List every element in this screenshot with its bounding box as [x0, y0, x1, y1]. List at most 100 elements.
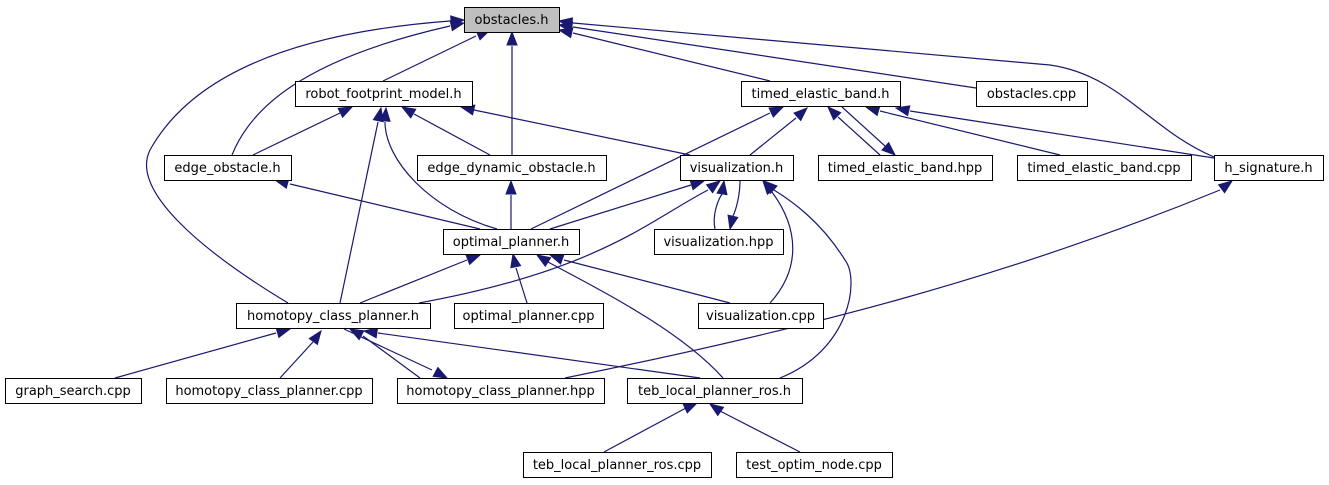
edge-homotopy-class-planner-h-to-obstacles-h — [145, 15, 466, 304]
edge-line — [773, 189, 852, 379]
node-label: optimal_planner.cpp — [463, 309, 595, 324]
edge-teb-local-planner-ros-cpp-to-teb-local-planner-ros-h — [603, 402, 699, 453]
node-box — [654, 229, 784, 255]
node-visualization-cpp[interactable]: visualization.cpp — [698, 303, 824, 329]
node-homotopy-class-planner-hpp[interactable]: homotopy_class_planner.hpp — [397, 378, 605, 404]
edge-line — [530, 112, 771, 230]
node-teb-local-planner-ros-h[interactable]: teb_local_planner_ros.h — [627, 378, 803, 404]
arrowhead-icon — [682, 402, 699, 414]
arrowhead-icon — [505, 179, 517, 195]
node-box — [1017, 155, 1192, 181]
node-label: visualization.cpp — [706, 309, 815, 324]
edge-line — [114, 332, 277, 379]
edge-optimal-planner-h-to-timed-elastic-band-h — [530, 106, 785, 230]
arrowhead-icon — [864, 105, 881, 117]
node-homotopy-class-planner-h[interactable]: homotopy_class_planner.h — [236, 303, 431, 329]
node-box — [741, 81, 901, 107]
node-teb-local-planner-ros-cpp[interactable]: teb_local_planner_ros.cpp — [523, 452, 712, 478]
edge-line — [837, 116, 881, 156]
node-timed-elastic-band-cpp[interactable]: timed_elastic_band.cpp — [1017, 155, 1192, 181]
edge-line — [418, 189, 709, 304]
node-label: obstacles.cpp — [987, 87, 1076, 102]
edge-line — [382, 35, 477, 82]
edge-line — [384, 121, 498, 230]
edge-edge-dynamic-obstacle-h-to-robot-footprint-model-h — [400, 106, 491, 156]
arrowhead-icon — [894, 105, 911, 117]
edge-test-optim-node-cpp-to-teb-local-planner-ros-h — [708, 403, 801, 453]
edge-line — [413, 113, 491, 156]
edge-teb-local-planner-ros-h-to-optimal-planner-h — [535, 254, 724, 379]
node-box — [236, 303, 431, 329]
arrowhead-icon — [465, 254, 482, 266]
node-label: visualization.hpp — [663, 235, 773, 250]
edge-graph-search-cpp-to-homotopy-class-planner-h — [114, 327, 292, 379]
node-label: robot_footprint_model.h — [305, 87, 461, 102]
node-box — [736, 452, 893, 478]
edge-line — [377, 332, 701, 379]
node-test-optim-node-cpp[interactable]: test_optim_node.cpp — [736, 452, 893, 478]
node-label: homotopy_class_planner.hpp — [406, 384, 594, 399]
edge-line — [713, 193, 723, 230]
node-box — [818, 155, 993, 181]
edge-timed-elastic-band-h-to-timed-elastic-band-hpp — [841, 106, 897, 156]
node-label: visualization.h — [690, 161, 784, 176]
edge-line — [841, 106, 886, 147]
node-label: teb_local_planner_ros.cpp — [533, 458, 701, 473]
edge-visualization-hpp-to-visualization-h — [713, 179, 728, 230]
arrowhead-icon — [716, 179, 728, 196]
arrowhead-icon — [768, 106, 785, 118]
edge-timed-elastic-band-h-to-obstacles-h — [557, 27, 771, 82]
node-robot-footprint-model-h[interactable]: robot_footprint_model.h — [295, 81, 473, 107]
node-homotopy-class-planner-cpp[interactable]: homotopy_class_planner.cpp — [166, 378, 373, 404]
node-label: timed_elastic_band.hpp — [828, 161, 982, 176]
edge-visualization-h-to-robot-footprint-model-h — [459, 104, 691, 156]
node-optimal-planner-h[interactable]: optimal_planner.h — [443, 229, 580, 255]
node-label: test_optim_node.cpp — [746, 458, 882, 473]
node-visualization-h[interactable]: visualization.h — [680, 155, 794, 181]
arrowhead-icon — [337, 106, 354, 119]
node-timed-elastic-band-h[interactable]: timed_elastic_band.h — [741, 81, 901, 107]
arrowhead-icon — [348, 328, 365, 341]
arrowhead-icon — [510, 252, 522, 269]
edge-line — [879, 110, 1061, 156]
node-edge-dynamic-obstacle-h[interactable]: edge_dynamic_obstacle.h — [417, 155, 607, 181]
edge-homotopy-class-planner-cpp-to-homotopy-class-planner-h — [279, 329, 322, 379]
edge-timed-elastic-band-hpp-to-timed-elastic-band-h — [827, 106, 881, 156]
edge-line — [564, 189, 1221, 379]
node-label: homotopy_class_planner.h — [247, 309, 419, 324]
node-label: graph_search.cpp — [15, 384, 131, 399]
edge-line — [515, 267, 528, 304]
arrowhead-icon — [557, 17, 574, 29]
edge-visualization-h-to-timed-elastic-band-h — [749, 107, 809, 156]
arrowhead-icon — [548, 254, 565, 265]
arrowhead-icon — [450, 15, 466, 27]
arrowhead-icon — [827, 106, 842, 121]
node-h-signature-h[interactable]: h_signature.h — [1214, 155, 1324, 181]
node-graph-search-cpp[interactable]: graph_search.cpp — [5, 378, 142, 404]
edge-line — [603, 407, 687, 453]
edge-line — [909, 110, 1215, 159]
node-obstacles-cpp[interactable]: obstacles.cpp — [976, 81, 1088, 107]
edge-timed-elastic-band-cpp-to-timed-elastic-band-h — [864, 105, 1061, 156]
node-label: h_signature.h — [1224, 161, 1312, 176]
edge-optimal-planner-cpp-to-optimal-planner-h — [510, 252, 528, 304]
arrowhead-icon — [432, 366, 449, 379]
node-timed-elastic-band-hpp[interactable]: timed_elastic_band.hpp — [818, 155, 993, 181]
edge-line — [359, 259, 468, 304]
edge-line — [231, 25, 451, 156]
edge-optimal-planner-h-to-visualization-h — [549, 179, 706, 230]
node-box — [295, 81, 473, 107]
edge-line — [279, 341, 314, 379]
edge-teb-local-planner-ros-h-to-visualization-h — [762, 180, 852, 379]
node-obstacles-h: obstacles.h — [464, 7, 560, 33]
node-optimal-planner-cpp[interactable]: optimal_planner.cpp — [454, 303, 604, 329]
node-edge-obstacle-h[interactable]: edge_obstacle.h — [164, 155, 292, 181]
edge-line — [732, 180, 741, 217]
node-visualization-hpp[interactable]: visualization.hpp — [654, 229, 784, 255]
edge-line — [343, 328, 433, 371]
edge-visualization-h-to-visualization-hpp — [727, 180, 741, 231]
edge-line — [563, 259, 731, 304]
edge-line — [549, 184, 692, 230]
edge-line — [572, 32, 771, 82]
